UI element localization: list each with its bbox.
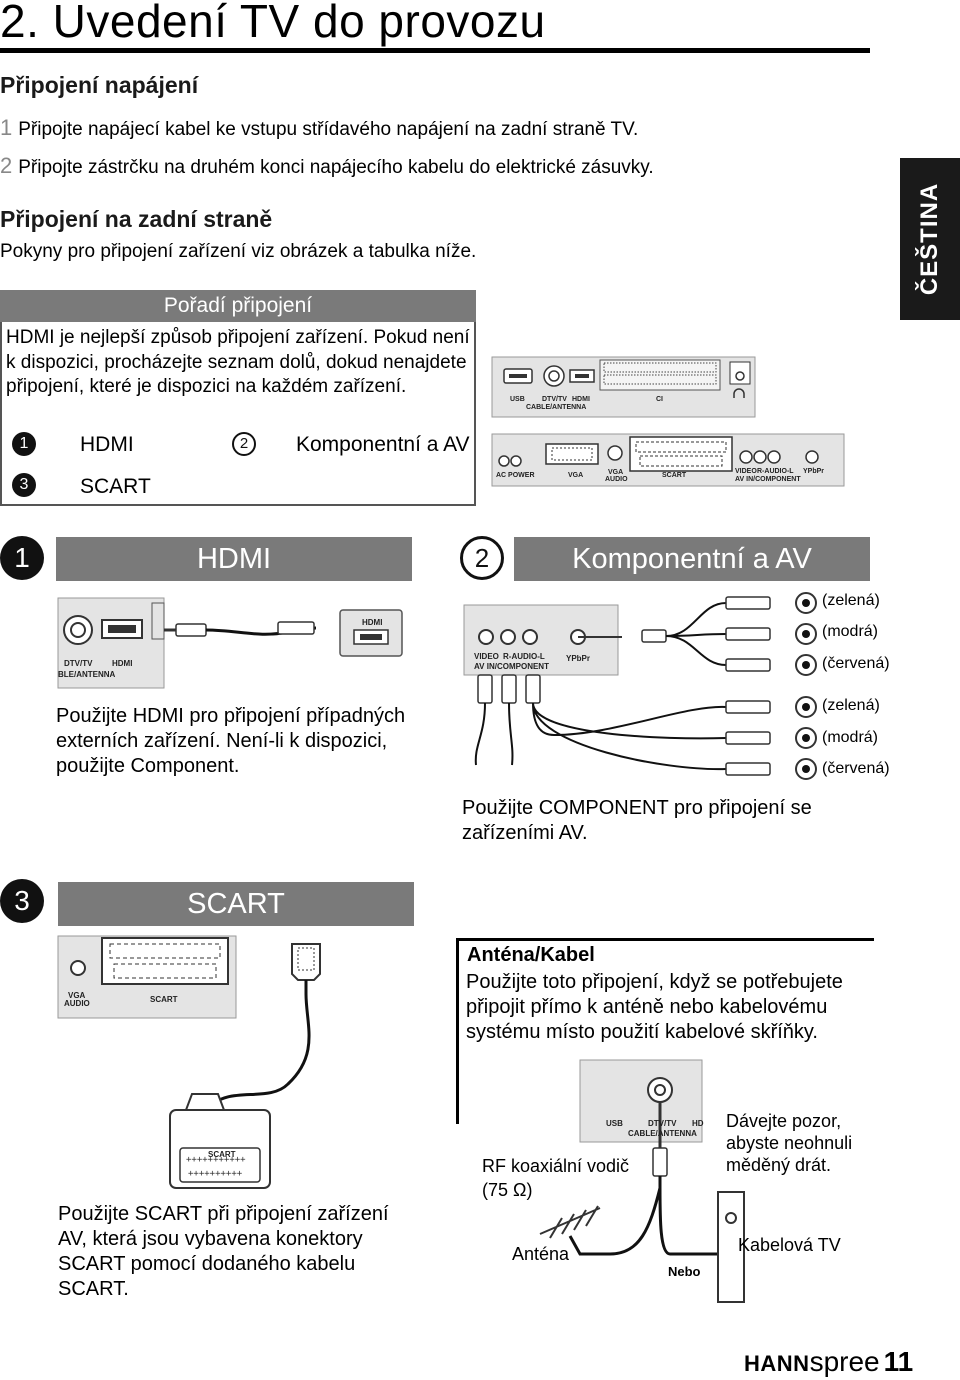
language-tab: ČEŠTINA — [900, 158, 960, 320]
language-tab-label: ČEŠTINA — [916, 182, 943, 296]
color-label-red-top: (červená) — [822, 655, 890, 672]
antenna-panel-label-hd: HD — [692, 1119, 704, 1128]
panel-label-ypbpr: YPbPr — [803, 468, 825, 475]
panel-label-hdmi: HDMI — [572, 396, 590, 403]
scart-section-bar: SCART — [58, 882, 414, 926]
hdmi-description: Použijte HDMI pro připojení případných e… — [56, 705, 406, 777]
antenna-panel-label-cable: CABLE/ANTENNA — [628, 1129, 697, 1138]
hdmi-section-title: HDMI — [196, 543, 272, 575]
antenna-illustration — [539, 1059, 745, 1303]
copper-warning: Dávejte pozor, abyste neohnuli měděný dr… — [726, 1111, 853, 1175]
panel-label-usb: USB — [510, 396, 525, 403]
panel-label-vga: VGA — [568, 472, 584, 479]
svg-text:++++++++++: ++++++++++ — [188, 1169, 243, 1179]
panel-label-cable: CABLE/ANTENNA — [526, 404, 587, 411]
panel-label-dtv: DTV/TV — [542, 396, 567, 403]
headphone-icon — [733, 388, 745, 398]
order-heading-bar: Pořadí připojení — [0, 290, 476, 322]
scart-illustration: +++++++++++ ++++++++++ — [57, 935, 321, 1189]
hdmi-section-bar: HDMI — [56, 537, 412, 581]
component-panel-label-av-in: AV IN/COMPONENT — [474, 662, 549, 671]
hdmi-illustration — [57, 597, 403, 689]
rf-cable-label: RF koaxiální vodič (75 Ω) — [482, 1156, 630, 1200]
order-heading: Pořadí připojení — [163, 294, 313, 317]
component-illustration — [463, 592, 817, 780]
panel-label-ac-power: AC POWER — [496, 472, 535, 479]
step-text: Připojte zástrčku na druhém konci napáje… — [18, 157, 654, 178]
component-section-title: Komponentní a AV — [572, 543, 812, 575]
page-number: 11 — [883, 1346, 914, 1377]
rear-intro: Pokyny pro připojení zařízení viz obráze… — [0, 241, 477, 262]
panel-label-audio: R-AUDIO-L — [757, 468, 794, 475]
tv-panel-lower — [491, 433, 845, 487]
scart-section-title: SCART — [187, 888, 285, 920]
antenna-panel-label-usb: USB — [606, 1119, 623, 1128]
option-2-badge: 2 — [232, 432, 256, 456]
or-label: Nebo — [668, 1264, 701, 1279]
component-panel-label-video: VIDEO — [474, 652, 499, 661]
color-label-green-bottom: (zelená) — [822, 697, 880, 714]
brand-bold: HANN — [744, 1351, 810, 1376]
component-panel-label-ypbpr: YPbPr — [566, 654, 591, 663]
tv-panel-upper — [491, 356, 756, 418]
antenna-box — [456, 938, 874, 1124]
color-label-blue-top: (modrá) — [822, 623, 879, 640]
panel-label-av-in: AV IN/COMPONENT — [735, 476, 801, 483]
scart-panel-label-scart: SCART — [150, 995, 178, 1004]
order-text: HDMI je nejlepší způsob připojení zaříze… — [6, 327, 470, 397]
scart-description: Použijte SCART při připojení zařízení AV… — [58, 1203, 389, 1300]
component-panel-label-audio: R-AUDIO-L — [503, 652, 545, 661]
color-label-green-top: (zelená) — [822, 592, 880, 609]
antenna-heading: Anténa/Kabel — [467, 944, 595, 966]
color-label-red-bottom: (červená) — [822, 760, 890, 777]
scart-section-badge: 3 — [0, 879, 44, 923]
hdmi-device-label: HDMI — [362, 618, 383, 627]
panel-label-vga-audio-1: VGA — [608, 469, 624, 476]
option-1-badge: 1 — [12, 432, 36, 456]
panel-label-video: VIDEO — [735, 468, 757, 475]
component-description: Použijte COMPONENT pro připojení se zaří… — [462, 797, 812, 844]
component-section-bar: Komponentní a AV — [514, 537, 870, 581]
scart-plug-label: SCART — [208, 1150, 236, 1159]
page-title: 2. Uvedení TV do provozu — [0, 0, 546, 47]
antenna-label: Anténa — [512, 1244, 570, 1264]
hdmi-panel-label-hdmi: HDMI — [112, 659, 133, 668]
component-section-badge: 2 — [460, 536, 504, 580]
antenna-description: Použijte toto připojení, když se potřebu… — [466, 971, 843, 1043]
hdmi-section-badge: 1 — [0, 536, 44, 580]
scart-panel-label-audio: AUDIO — [64, 999, 90, 1008]
step-number: 2 — [0, 153, 13, 178]
svg-text:+++++++++++: +++++++++++ — [186, 1155, 246, 1165]
scart-panel-label-vga: VGA — [68, 991, 86, 1000]
color-label-blue-bottom: (modrá) — [822, 729, 879, 746]
hdmi-panel-label-dtv: DTV/TV — [64, 659, 93, 668]
step-text: Připojte napájecí kabel ke vstupu střída… — [18, 119, 639, 140]
antenna-panel-label-dtv: DTV/TV — [648, 1119, 677, 1128]
option-2-label: Komponentní a AV — [296, 433, 470, 456]
option-3-badge: 3 — [12, 473, 36, 497]
brand-light: spree — [809, 1346, 880, 1377]
title-rule — [0, 48, 870, 53]
panel-label-ci: CI — [656, 396, 663, 403]
step-number: 1 — [0, 115, 13, 140]
power-heading: Připojení napájení — [0, 72, 199, 98]
rear-heading: Připojení na zadní straně — [0, 206, 273, 232]
cable-tv-label: Kabelová TV — [738, 1235, 841, 1255]
hdmi-panel-label-antenna: BLE/ANTENNA — [58, 670, 116, 679]
option-1-label: HDMI — [80, 433, 134, 456]
panel-label-scart: SCART — [662, 472, 687, 479]
panel-label-vga-audio-2: AUDIO — [605, 476, 628, 483]
option-3-label: SCART — [80, 475, 151, 498]
